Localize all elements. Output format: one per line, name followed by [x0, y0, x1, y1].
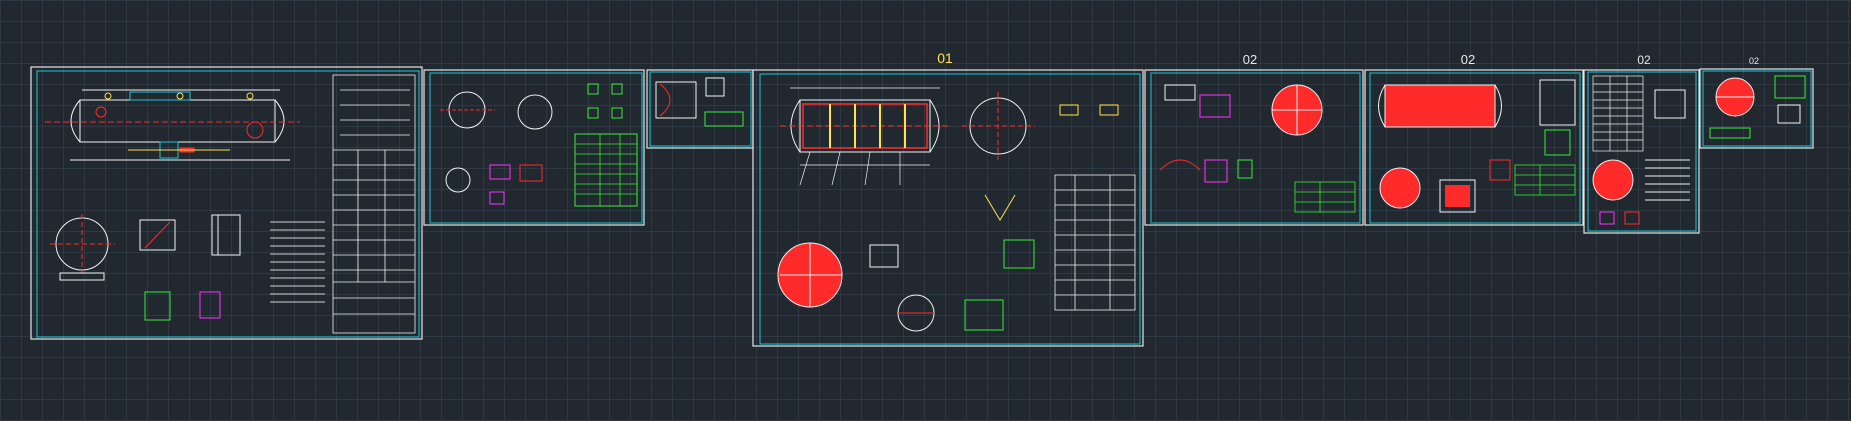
internal-baffles — [829, 104, 906, 148]
sheet-label-02-c: 02 — [1637, 53, 1651, 67]
red-end-views — [1379, 167, 1476, 213]
nozzle-details — [440, 91, 553, 205]
drawing-sheet-5[interactable]: 02 — [1364, 52, 1584, 226]
drawing-sheet-3[interactable]: 01 — [752, 50, 1144, 347]
drawing-sheet-2[interactable] — [423, 69, 645, 226]
small-component-details — [869, 104, 1119, 332]
sheet-label-02-a: 02 — [1243, 52, 1257, 67]
small-details — [1709, 75, 1806, 139]
green-parts-table — [1294, 181, 1356, 213]
drawing-sheet-4[interactable]: 02 — [1144, 52, 1364, 226]
sheet-label-01: 01 — [937, 50, 953, 66]
technical-notes-text — [270, 221, 325, 303]
drawing-sheet-7[interactable]: 02 — [1699, 56, 1814, 149]
drawing-sheet-6[interactable]: 02 — [1583, 53, 1700, 234]
vessel-elevation-drawing — [70, 89, 290, 161]
red-tube-sheet — [1592, 159, 1634, 201]
green-parts-table — [1514, 164, 1576, 196]
vessel-section-elevation — [780, 99, 950, 153]
vessel-end-view — [50, 214, 115, 281]
sheet-label-02-d: 02 — [1749, 56, 1759, 66]
small-detail-icons — [587, 83, 623, 119]
data-table — [1592, 75, 1644, 152]
red-tube-sheet — [777, 242, 843, 308]
red-vessel-elevation — [1378, 84, 1502, 128]
parts-list-table — [1054, 174, 1136, 311]
green-parts-table — [574, 133, 638, 207]
sheet-label-02-b: 02 — [1461, 52, 1475, 67]
notes-and-details — [1599, 89, 1690, 225]
misc-details — [1489, 79, 1576, 181]
leader-lines — [790, 87, 940, 186]
drawing-sheet-1[interactable] — [30, 66, 423, 340]
weld-details — [1159, 84, 1253, 183]
detail-views — [139, 214, 241, 321]
red-tube-sheet — [1715, 77, 1755, 117]
flange-detail — [655, 77, 744, 127]
yellow-detail-marks — [104, 92, 254, 151]
title-block-table — [332, 74, 416, 334]
red-detail-marks — [95, 106, 264, 153]
tube-layout-detail — [1271, 84, 1323, 136]
vessel-end-section — [962, 92, 1035, 160]
drawing-sheet-2b[interactable] — [646, 69, 754, 149]
